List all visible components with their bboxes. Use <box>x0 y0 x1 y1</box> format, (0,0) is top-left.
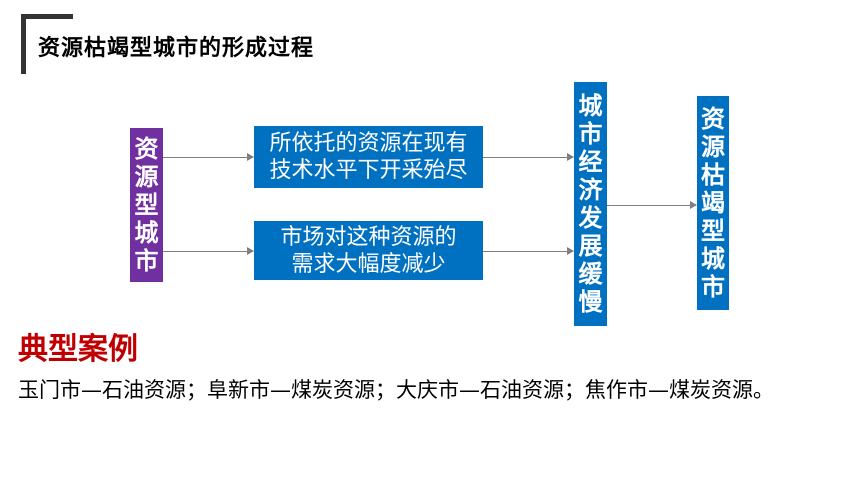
vertical-char: 慢 <box>578 288 603 316</box>
vertical-char: 资 <box>701 105 725 133</box>
cause-box-exhausted-line2: 技术水平下开采殆尽 <box>269 158 468 183</box>
section-heading: 典型案例 <box>18 332 138 367</box>
vertical-char: 城 <box>701 245 725 273</box>
cause-box-demand-drop-line1: 市场对这种资源的 <box>280 224 457 250</box>
cause-box-demand-drop-line2: 需求大幅度减少 <box>291 251 446 277</box>
depleted-city-box: 资源枯竭型城市 <box>697 96 729 310</box>
vertical-char: 型 <box>134 191 159 219</box>
corner-bracket-decoration <box>21 14 73 74</box>
vertical-char: 缓 <box>578 260 603 288</box>
vertical-char: 市 <box>134 247 159 275</box>
arrow-cause-1-to-middle <box>483 153 574 161</box>
arrow-cause-2-to-middle <box>483 247 574 255</box>
vertical-char: 竭 <box>701 189 725 217</box>
vertical-char: 经 <box>578 148 603 176</box>
economy-slowdown-box: 城市经济发展缓慢 <box>574 82 607 326</box>
resource-city-box: 资源型城市 <box>130 128 163 282</box>
page-title: 资源枯竭型城市的形成过程 <box>38 36 315 61</box>
vertical-char: 型 <box>701 217 725 245</box>
vertical-char: 源 <box>701 133 725 161</box>
vertical-char: 源 <box>134 163 159 191</box>
vertical-char: 城 <box>578 92 603 120</box>
arrow-to-cause-2 <box>163 247 254 255</box>
vertical-char: 城 <box>134 219 159 247</box>
cause-box-demand-drop: 市场对这种资源的 需求大幅度减少 <box>254 221 483 280</box>
vertical-char: 市 <box>578 120 603 148</box>
arrow-middle-to-result <box>607 201 697 209</box>
arrow-to-cause-1 <box>163 153 254 161</box>
vertical-char: 资 <box>134 135 159 163</box>
vertical-char: 枯 <box>701 161 725 189</box>
vertical-char: 发 <box>578 204 603 232</box>
cause-box-exhausted: 所依托的资源在现有 技术水平下开采殆尽 <box>254 126 483 188</box>
vertical-char: 展 <box>578 232 603 260</box>
vertical-char: 济 <box>578 176 603 204</box>
cause-box-exhausted-line1: 所依托的资源在现有 <box>269 131 468 156</box>
vertical-char: 市 <box>701 273 725 301</box>
cases-text: 玉门市—石油资源；阜新市—煤炭资源；大庆市—石油资源；焦作市—煤炭资源。 <box>18 378 774 402</box>
